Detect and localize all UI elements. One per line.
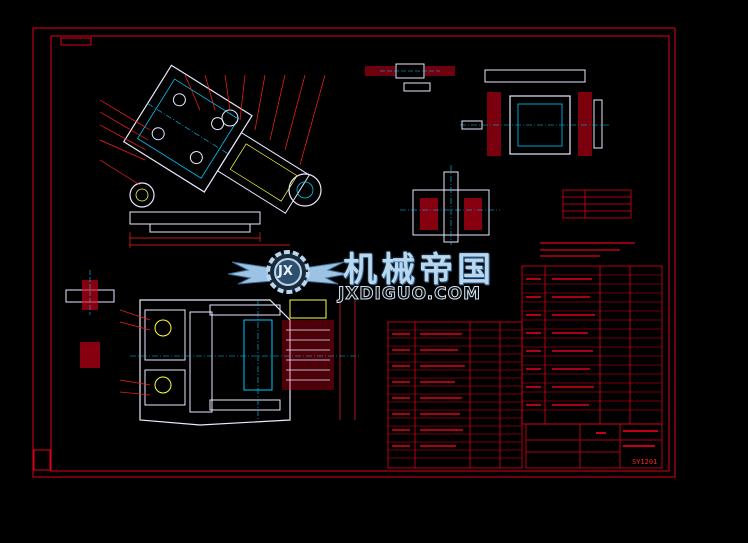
section-view-pin[interactable]: [400, 165, 500, 245]
parts-list-left-rows: [388, 329, 522, 459]
drawing-number: SY1201: [632, 458, 657, 466]
logo-glyph: JX: [278, 264, 293, 279]
sheet-outer-frame: [32, 27, 676, 478]
watermark-logo: JX 机械帝国 JXDIGUO.COM: [228, 240, 528, 306]
main-assembly-view[interactable]: [99, 64, 326, 248]
gear-wings-icon: [228, 250, 348, 294]
section-view-c[interactable]: [460, 69, 610, 156]
left-binding-strip: [33, 449, 51, 471]
brake-arm-view[interactable]: [119, 299, 360, 426]
section-view-b[interactable]: [365, 63, 455, 92]
parts-list-right-text: [526, 278, 595, 406]
sheet-inner-frame: [50, 35, 670, 472]
watermark-brand-cn: 机械帝国: [343, 250, 495, 290]
watermark-brand-en: JXDIGUO.COM: [337, 284, 482, 305]
parts-list-right: [521, 265, 663, 425]
technical-notes: [540, 242, 635, 257]
parameter-table: [562, 189, 632, 219]
detail-view-e[interactable]: [65, 270, 115, 368]
frame-label-box: [60, 37, 92, 46]
title-block: [525, 423, 663, 469]
parts-list-left-text: [392, 333, 465, 447]
parts-list-right-rows: [522, 274, 662, 411]
title-block-text: [596, 430, 658, 447]
